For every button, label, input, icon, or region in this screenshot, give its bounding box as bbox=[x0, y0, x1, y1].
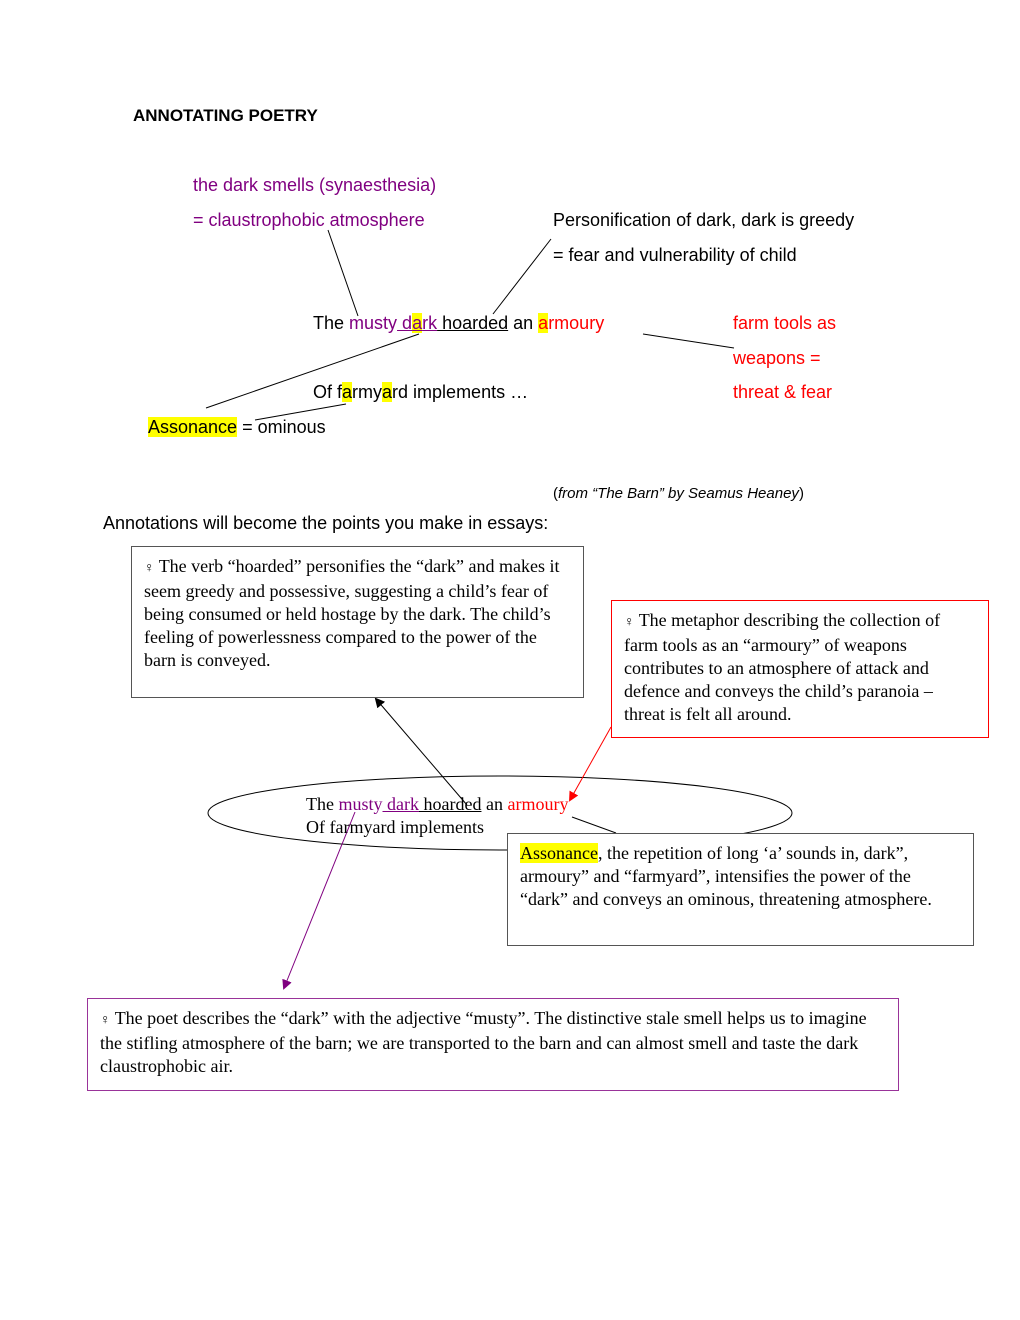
poem-word-farmyard-a1: a bbox=[342, 382, 353, 402]
poem-ellipse bbox=[207, 775, 793, 851]
box-hoarded-analysis: ♀ The verb “hoarded” personifies the “da… bbox=[131, 546, 584, 698]
bullet-icon: ♀ bbox=[144, 561, 155, 576]
ellipse-word-musty: musty bbox=[338, 794, 383, 814]
poem-word-armoury-rest: rmoury bbox=[548, 313, 605, 333]
poem-word-dark-a: a bbox=[412, 313, 423, 333]
ellipse-poem-line-2: Of farmyard implements bbox=[306, 817, 484, 837]
arrow-to-musty-box bbox=[282, 811, 356, 990]
poem-line-2: Of farmyard implements … bbox=[313, 375, 528, 410]
poem-word-implements: rd implements … bbox=[392, 382, 529, 402]
poem-word-the: The bbox=[313, 313, 350, 333]
ellipse-word-dark: dark bbox=[382, 794, 419, 814]
ellipse-word-hoarded: hoarded bbox=[418, 794, 482, 814]
annotation-assonance: Assonance = ominous bbox=[148, 410, 326, 445]
ellipse-poem-line-1: The musty dark hoarded an armoury bbox=[306, 794, 569, 814]
citation-source: from “The Barn” by Seamus Heaney bbox=[558, 485, 799, 502]
connector-personification bbox=[492, 238, 552, 315]
bullet-icon: ♀ bbox=[624, 615, 635, 630]
bullet-icon: ♀ bbox=[100, 1013, 111, 1028]
poem-word-an: an bbox=[508, 313, 539, 333]
poem-line-1: The musty dark hoarded an armoury bbox=[313, 306, 604, 341]
connector-assonance-1 bbox=[205, 333, 420, 409]
annotation-personification-line2: = fear and vulnerability of child bbox=[553, 245, 797, 265]
poem-word-farmyard-rmy: rmy bbox=[352, 382, 383, 402]
intro-text: Annotations will become the points you m… bbox=[103, 513, 549, 533]
annotation-farm-tools-line2: weapons = bbox=[733, 348, 821, 368]
annotation-personification-line1: Personification of dark, dark is greedy bbox=[553, 210, 855, 230]
box-musty-text: The poet describes the “dark” with the a… bbox=[100, 1008, 867, 1076]
connector-farm-tools bbox=[642, 333, 735, 349]
annotation-farm-tools-line3: threat & fear bbox=[733, 382, 833, 402]
poem-word-armoury-a: a bbox=[538, 313, 549, 333]
arrow-to-hoarded-box bbox=[374, 697, 468, 806]
poem-word-musty: musty bbox=[349, 313, 398, 333]
poem-word-dark-d: d bbox=[397, 313, 413, 333]
citation: (from “The Barn” by Seamus Heaney) bbox=[553, 485, 804, 502]
page-title: ANNOTATING POETRY bbox=[133, 106, 318, 125]
box-metaphor-text: The metaphor describing the collection o… bbox=[624, 610, 941, 724]
arrow-to-metaphor-box bbox=[569, 726, 612, 802]
poem-word-farmyard-a2: a bbox=[382, 382, 393, 402]
box-assonance-label: Assonance bbox=[520, 843, 598, 863]
poem-word-dark-rk: rk bbox=[422, 313, 438, 333]
ellipse-word-armoury: armoury bbox=[507, 794, 569, 814]
assonance-meaning: = ominous bbox=[237, 417, 326, 437]
connector-assonance-2 bbox=[254, 403, 347, 421]
box-assonance-analysis: Assonance, the repetition of long ‘a’ so… bbox=[507, 833, 974, 946]
box-musty-analysis: ♀ The poet describes the “dark” with the… bbox=[87, 998, 899, 1091]
connector-smells bbox=[327, 229, 359, 317]
connector-assonance-box bbox=[571, 816, 617, 834]
box-assonance-text: , the repetition of long ‘a’ sounds in, … bbox=[520, 843, 932, 909]
annotation-smells-line2: = claustrophobic atmosphere bbox=[193, 210, 425, 230]
poem-word-of-f: Of f bbox=[313, 382, 343, 402]
annotation-farm-tools-line1: farm tools as bbox=[733, 313, 837, 333]
poem-word-hoarded: hoarded bbox=[437, 313, 509, 333]
annotation-smells-line1: the dark smells (synaesthesia) bbox=[193, 175, 437, 195]
assonance-label: Assonance bbox=[148, 417, 238, 437]
box-metaphor-analysis: ♀ The metaphor describing the collection… bbox=[611, 600, 989, 738]
box-hoarded-text: The verb “hoarded” personifies the “dark… bbox=[144, 556, 560, 670]
